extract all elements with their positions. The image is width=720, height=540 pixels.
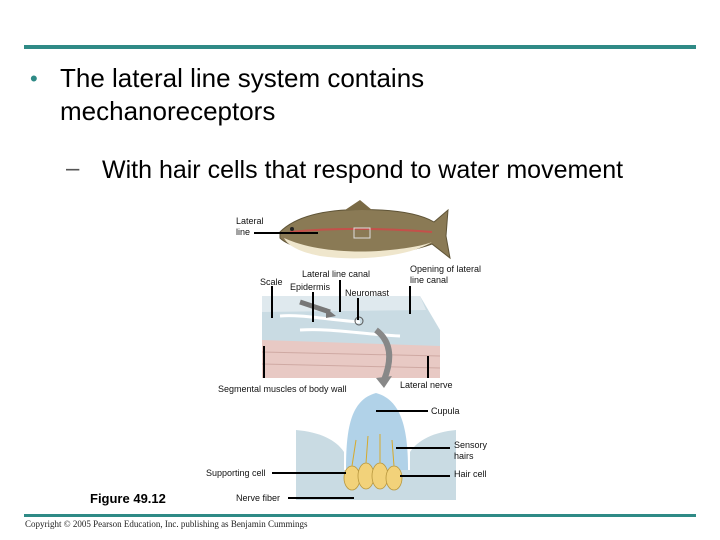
label-lateral-line-1: Lateral	[236, 216, 264, 226]
label-hair-cell: Hair cell	[454, 469, 487, 479]
bullet-text: The lateral line system contains mechano…	[60, 63, 425, 126]
label-epidermis: Epidermis	[290, 282, 331, 292]
copyright-notice: Copyright © 2005 Pearson Education, Inc.…	[25, 519, 308, 529]
label-lateral-line: Lateral line	[236, 216, 264, 238]
label-segmental-muscles: Segmental muscles of body wall	[218, 384, 347, 394]
label-sensory-hairs-2: hairs	[454, 451, 474, 461]
leader-lines	[254, 232, 450, 499]
figure-number: Figure 49.12	[90, 491, 166, 506]
label-opening-2: line canal	[410, 275, 449, 285]
label-lateral-line-2: line	[236, 227, 251, 237]
label-opening-lateral-line-canal: Opening of lateral line canal	[410, 264, 481, 286]
sub-bullet-text: With hair cells that respond to water mo…	[102, 156, 624, 184]
top-rule	[24, 45, 696, 49]
label-lateral-nerve: Lateral nerve	[400, 380, 453, 390]
label-neuromast: Neuromast	[345, 288, 390, 298]
label-cupula: Cupula	[431, 406, 460, 416]
bottom-rule	[24, 514, 696, 517]
label-nerve-fiber: Nerve fiber	[236, 493, 281, 503]
bullet-marker: •	[30, 66, 38, 91]
skin-cross-section	[261, 296, 441, 388]
label-supporting-cell: Supporting cell	[206, 468, 266, 478]
label-lateral-line-canal: Lateral line canal	[302, 269, 371, 279]
fish-illustration	[279, 200, 451, 260]
label-scale: Scale	[260, 277, 283, 287]
sub-bullet-marker: –	[66, 155, 80, 182]
label-sensory-hairs: Sensory hairs	[454, 440, 487, 462]
label-opening-1: Opening of lateral	[410, 264, 482, 274]
label-sensory-hairs-1: Sensory	[454, 440, 488, 450]
